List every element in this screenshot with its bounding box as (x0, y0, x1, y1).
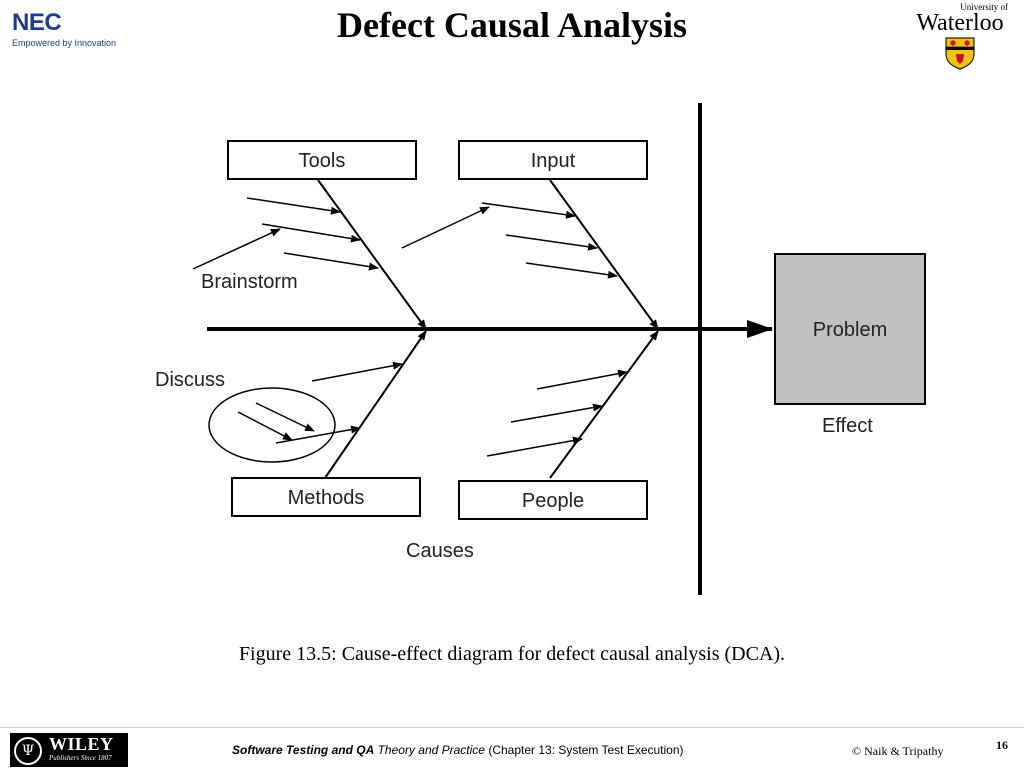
waterloo-crest-icon (945, 37, 975, 70)
nec-logo: NEC Empowered by Innovation (12, 9, 132, 49)
box-people-label: People (522, 490, 584, 512)
sub-arrow (510, 403, 603, 423)
sub-arrow (261, 223, 361, 243)
sub-arrow (237, 411, 293, 441)
wiley-name: WILEY (49, 734, 114, 754)
waterloo-logo: University of Waterloo (902, 2, 1018, 70)
label-brainstorm: Brainstorm (201, 271, 298, 293)
nec-wordmark: NEC (12, 9, 62, 36)
label-effect: Effect (822, 415, 873, 437)
footer-book-info: Software Testing and QA Theory and Pract… (232, 743, 684, 757)
box-input-label: Input (531, 150, 576, 172)
sub-arrow (192, 228, 281, 270)
footer-chapter: (Chapter 13: System Test Execution) (488, 743, 684, 757)
sub-arrow (283, 252, 379, 271)
fishbone-diagram: Tools Input Methods People Problem Brain… (155, 103, 926, 595)
box-problem-label: Problem (813, 319, 887, 341)
problem-rect (774, 253, 926, 405)
wiley-since: Publishers Since 1807 (49, 754, 112, 762)
sub-arrow (486, 436, 583, 457)
page-number: 16 (996, 738, 1008, 752)
bone-tools (317, 179, 427, 330)
waterloo-university-of: University of (960, 2, 1008, 12)
bone-people (549, 330, 659, 479)
footer-divider (0, 727, 1024, 728)
box-people: People (458, 480, 648, 520)
sub-arrow (401, 206, 490, 249)
footer-copyright: © Naik & Tripathy (852, 744, 944, 758)
box-tools: Tools (227, 140, 417, 180)
box-tools-label: Tools (299, 150, 346, 172)
discuss-ellipse (208, 387, 336, 463)
sub-arrow (275, 425, 361, 444)
footer-subtitle: Theory and Practice (377, 743, 485, 757)
box-methods: Methods (231, 477, 421, 517)
box-problem: Problem (774, 253, 926, 405)
box-input: Input (458, 140, 648, 180)
sub-arrow (481, 202, 576, 219)
footer-book-title: Software Testing and QA (232, 743, 375, 757)
sub-arrow (505, 234, 598, 251)
box-methods-label: Methods (288, 487, 365, 509)
wiley-logo: Ψ WILEY Publishers Since 1807 (10, 733, 128, 767)
waterloo-wordmark: Waterloo (916, 10, 1004, 36)
sub-arrow (311, 361, 403, 382)
sub-arrow (255, 402, 315, 432)
nec-tagline: Empowered by Innovation (12, 38, 117, 48)
sub-arrow (536, 369, 628, 390)
bone-methods (324, 330, 427, 479)
wiley-emblem-icon: Ψ (14, 737, 42, 765)
bone-input (549, 179, 659, 330)
slide-title: Defect Causal Analysis (337, 5, 687, 45)
sub-arrow (525, 262, 618, 279)
label-discuss: Discuss (155, 369, 225, 391)
sub-arrow (246, 197, 341, 215)
label-causes: Causes (406, 540, 474, 562)
figure-caption: Figure 13.5: Cause-effect diagram for de… (238, 643, 786, 665)
